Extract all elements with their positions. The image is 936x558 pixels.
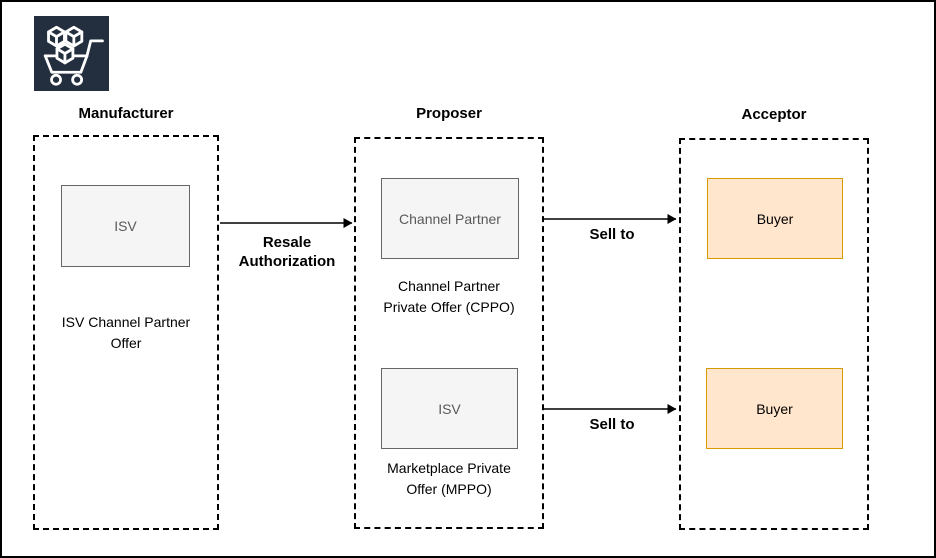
node-isv-manufacturer: ISV [61,185,190,267]
node-label: Buyer [756,400,793,417]
node-buyer-bottom: Buyer [706,368,843,449]
node-label: Channel Partner [399,210,501,227]
caption-mppo: Marketplace Private Offer (MPPO) [359,458,539,500]
node-isv-proposer: ISV [381,368,518,449]
caption-line: Private Offer (CPPO) [383,299,515,315]
node-label: ISV [438,400,461,417]
column-proposer [354,137,544,529]
column-manufacturer [33,135,219,530]
label-line: Authorization [238,253,336,270]
caption-line: Offer (MPPO) [406,481,492,497]
caption-line: ISV Channel Partner [61,314,191,330]
marketplace-cart-icon [34,16,109,91]
node-label: Buyer [756,210,794,227]
label-sell-to-bottom: Sell to [589,416,635,433]
node-channel-partner: Channel Partner [381,178,519,259]
column-header-acceptor: Acceptor [741,106,807,123]
caption-cppo: Channel Partner Private Offer (CPPO) [359,276,539,318]
label-resale-authorization: Resale Authorization [212,233,362,271]
caption-isv-channel-partner-offer: ISV Channel Partner Offer [36,312,216,354]
node-buyer-top: Buyer [707,178,843,259]
column-header-proposer: Proposer [416,105,482,122]
label-line: Resale [262,234,312,251]
label-sell-to-top: Sell to [589,226,635,243]
caption-line: Marketplace Private [387,460,511,476]
column-header-manufacturer: Manufacturer [78,105,174,122]
aws-marketplace-icon [34,16,109,91]
caption-line: Channel Partner [398,278,500,294]
column-acceptor [679,138,869,530]
node-label: ISV [114,218,137,234]
caption-line: Offer [110,335,142,351]
